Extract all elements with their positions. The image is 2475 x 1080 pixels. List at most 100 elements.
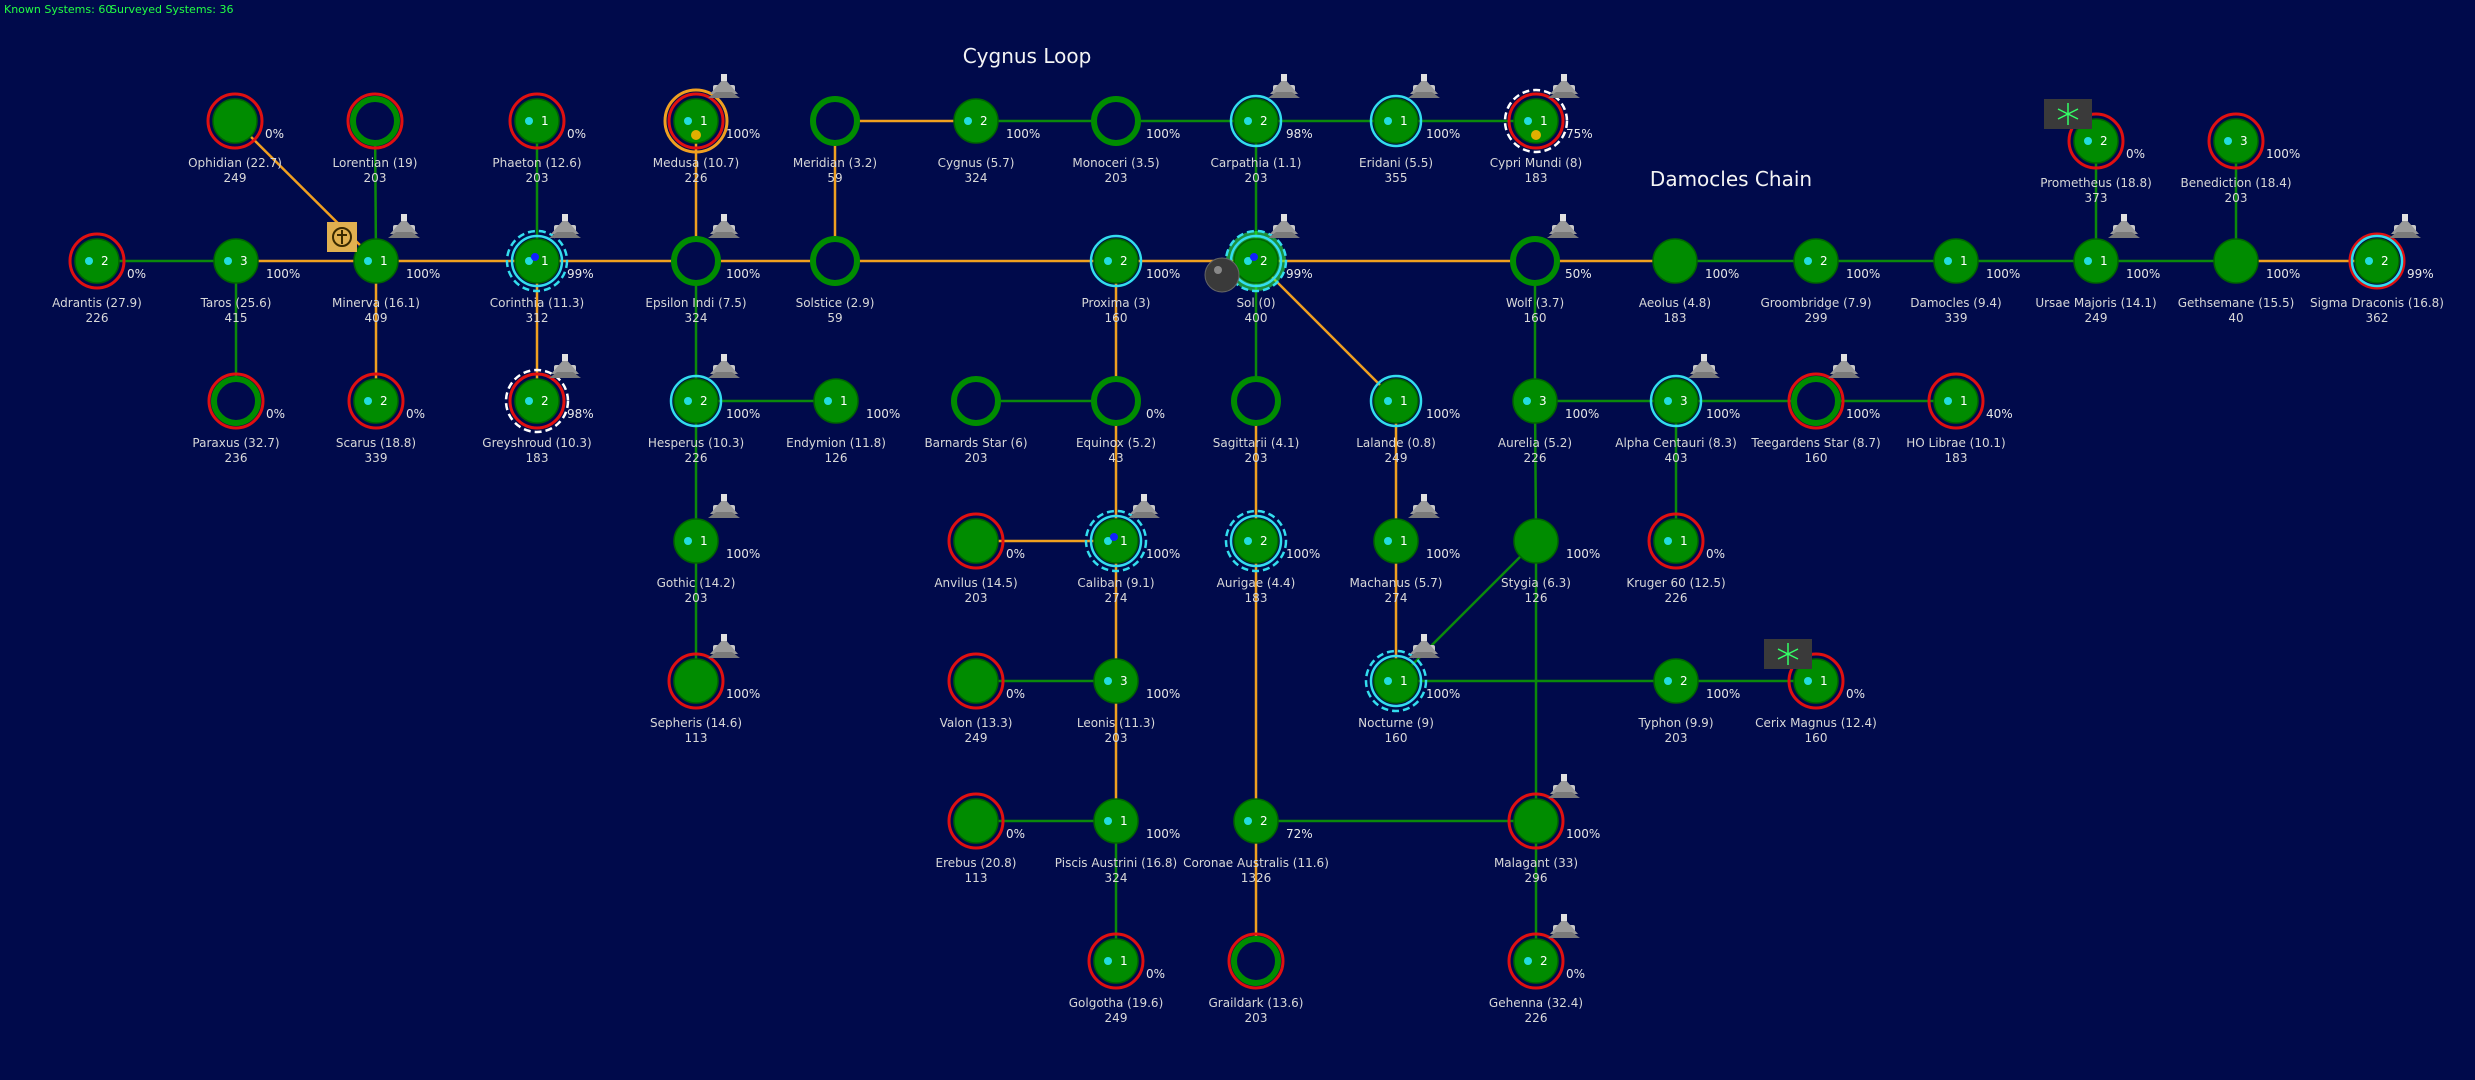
system-malagant[interactable]: 100%Malagant (33)296: [1494, 774, 1600, 885]
planet: [1653, 658, 1699, 704]
friendly-ring: [1229, 514, 1283, 568]
system-anvilus[interactable]: 0%Anvilus (14.5)203: [934, 512, 1025, 605]
system-monoceri[interactable]: 100%Monoceri (3.5)203: [1072, 96, 1180, 185]
system-epsilon-indi[interactable]: 100%Epsilon Indi (7.5)324: [645, 214, 760, 325]
system-name: Benediction (18.4): [2180, 176, 2291, 190]
hostile-ring: [206, 92, 264, 150]
system-adrantis[interactable]: 20%Adrantis (27.9)226: [52, 232, 146, 325]
system-population: 59: [827, 171, 842, 185]
system-cypri-mundi[interactable]: 175%Cypri Mundi (8)183: [1490, 74, 1593, 185]
hyperlane-aurelia-stygia: [1533, 400, 1538, 542]
system-erebus[interactable]: 0%Erebus (20.8)113: [935, 792, 1025, 885]
hostile-ring: [667, 652, 725, 710]
survey-percent: 0%: [127, 267, 146, 281]
system-corinthia[interactable]: 199%Corinthia (11.3)312: [490, 214, 594, 325]
system-population: 362: [2366, 311, 2389, 325]
system-greyshroud[interactable]: 298%Greyshroud (10.3)183: [482, 354, 594, 465]
planet: [1373, 658, 1419, 704]
system-sol[interactable]: 299%Sol (0)400: [1204, 214, 1313, 325]
system-sepheris[interactable]: 100%Sepheris (14.6)113: [650, 634, 760, 745]
system-ho-librae[interactable]: 140%HO Librae (10.1)183: [1906, 372, 2013, 465]
hostile-ring: [508, 92, 566, 150]
survey-percent: 100%: [406, 267, 440, 281]
system-population: 113: [965, 871, 988, 885]
system-paraxus[interactable]: 0%Paraxus (32.7)236: [192, 372, 285, 465]
system-meridian[interactable]: Meridian (3.2)59: [793, 96, 877, 185]
system-sigma-draconis[interactable]: 299%Sigma Draconis (16.8)362: [2310, 214, 2444, 325]
death-star-icon[interactable]: [1204, 257, 1240, 293]
friendly-ring: [1369, 374, 1423, 428]
colony-count: 1: [1400, 114, 1408, 128]
colony-count: 1: [541, 114, 549, 128]
system-population: 415: [225, 311, 248, 325]
system-coronae-australis[interactable]: 272%Coronae Australis (11.6)1326: [1183, 798, 1329, 885]
system-name: Kruger 60 (12.5): [1626, 576, 1725, 590]
system-solstice[interactable]: Solstice (2.9)59: [796, 236, 875, 325]
system-valon[interactable]: 0%Valon (13.3)249: [940, 652, 1025, 745]
system-lorentian[interactable]: Lorentian (19)203: [333, 92, 418, 185]
planet: [673, 518, 719, 564]
system-wolf[interactable]: 50%Wolf (3.7)160: [1506, 214, 1592, 325]
planet: [1233, 798, 1279, 844]
system-graildark[interactable]: Graildark (13.6)203: [1208, 932, 1304, 1025]
system-gethsemane[interactable]: 100%Gethsemane (15.5)40: [2178, 238, 2301, 325]
system-phaeton[interactable]: 10%Phaeton (12.6)203: [492, 92, 586, 185]
station-icon[interactable]: [1764, 639, 1812, 669]
system-ophidian[interactable]: 0%Ophidian (22.7)249: [188, 92, 284, 185]
system-population: 403: [1665, 451, 1688, 465]
colony-count: 2: [2100, 134, 2108, 148]
system-kruger-60[interactable]: 10%Kruger 60 (12.5)226: [1626, 512, 1726, 605]
system-equinox[interactable]: 0%Equinox (5.2)43: [1076, 376, 1165, 465]
system-name: Adrantis (27.9): [52, 296, 142, 310]
planet: [953, 518, 999, 564]
system-population: 249: [224, 171, 247, 185]
system-aeolus[interactable]: 100%Aeolus (4.8)183: [1639, 238, 1739, 325]
system-name: Sol (0): [1236, 296, 1275, 310]
system-scarus[interactable]: 20%Scarus (18.8)339: [336, 372, 425, 465]
system-teegardens-star[interactable]: 100%Teegardens Star (8.7)160: [1750, 354, 1881, 465]
system-cerix-magnus[interactable]: 10%Cerix Magnus (12.4)160: [1755, 639, 1877, 745]
system-barnards-star[interactable]: Barnards Star (6)203: [924, 376, 1028, 465]
planet: [1653, 518, 1699, 564]
system-stygia[interactable]: 100%Stygia (6.3)126: [1501, 518, 1600, 605]
system-golgotha[interactable]: 10%Golgotha (19.6)249: [1069, 932, 1165, 1025]
system-sagittarii[interactable]: Sagittarii (4.1)203: [1213, 376, 1300, 465]
colony-count: 2: [1260, 534, 1268, 548]
planet: [74, 238, 120, 284]
station-antenna: [1777, 648, 1799, 660]
survey-percent: 100%: [1426, 127, 1460, 141]
system-population: 203: [1245, 171, 1268, 185]
system-carpathia[interactable]: 298%Carpathia (1.1)203: [1211, 74, 1313, 185]
hostile-ring: [2207, 112, 2265, 170]
facility-icon[interactable]: [327, 222, 357, 252]
system-gehenna[interactable]: 20%Gehenna (32.4)226: [1489, 914, 1585, 1025]
colony-dot: [1104, 677, 1112, 685]
hyperlane-sol-lalande: [1255, 260, 1397, 402]
system-prometheus[interactable]: 20%Prometheus (18.8)373: [2040, 99, 2152, 205]
station-icon[interactable]: [2044, 99, 2092, 129]
